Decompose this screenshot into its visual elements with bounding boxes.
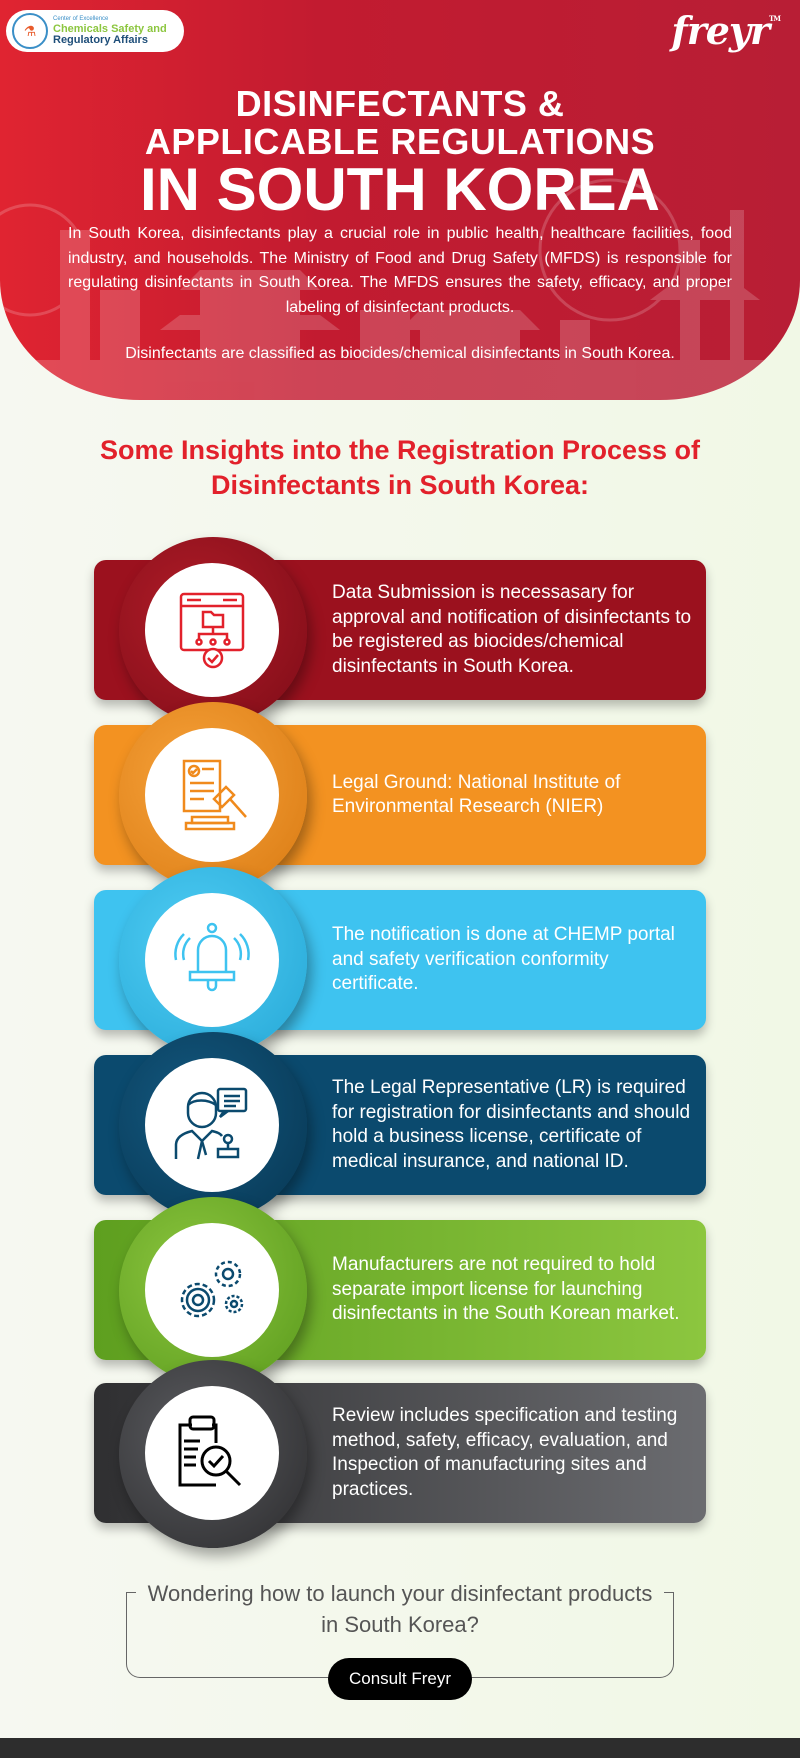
clipboard-review-icon xyxy=(178,1415,242,1487)
data-folder-icon xyxy=(179,592,245,669)
section-title: Some Insights into the Registration Proc… xyxy=(0,433,800,503)
title-line2: APPLICABLE REGULATIONS xyxy=(144,121,656,162)
card-text: Review includes specification and testin… xyxy=(332,1405,678,1500)
card-3-icon-ring xyxy=(119,867,307,1055)
cta-line2: in South Korea? xyxy=(321,1612,479,1637)
logo-tm: TM xyxy=(769,14,781,23)
representative-icon xyxy=(174,1087,248,1160)
badge-line2: Regulatory Affairs xyxy=(53,34,148,46)
card-1-icon-ring xyxy=(119,537,307,725)
cta-line1: Wondering how to launch your disinfectan… xyxy=(147,1581,653,1606)
card-text: The Legal Representative (LR) is require… xyxy=(332,1077,691,1172)
gears-icon xyxy=(180,1260,244,1318)
section-title-line2: Disinfectants in South Korea: xyxy=(210,470,590,500)
footer-bar xyxy=(0,1738,800,1758)
arrow-left-icon xyxy=(664,1592,674,1593)
title-line3: IN SOUTH KOREA xyxy=(139,156,661,223)
card-text: Legal Ground: National Institute of Envi… xyxy=(332,771,621,818)
badge-line1: Chemicals Safety and xyxy=(53,23,167,35)
badge-small-text: Center of Excellence xyxy=(53,16,109,22)
center-of-excellence-badge: ⚗ Center of Excellence Chemicals Safety … xyxy=(6,10,184,52)
card-text: The notification is done at CHEMP portal… xyxy=(332,924,675,995)
arrow-right-icon xyxy=(126,1592,136,1593)
freyr-logo[interactable]: freyrTM xyxy=(671,8,781,53)
logo-text: freyr xyxy=(671,8,770,53)
classification-note: Disinfectants are classified as biocides… xyxy=(125,345,675,362)
skyline-illustration xyxy=(0,178,800,400)
legal-document-gavel-icon xyxy=(182,759,247,831)
card-text: Data Submission is necessasary for appro… xyxy=(332,582,692,677)
page-title: DISINFECTANTS & APPLICABLE REGULATIONS I… xyxy=(0,86,800,220)
card-text: Manufacturers are not required to hold s… xyxy=(332,1254,680,1325)
title-line1: DISINFECTANTS & xyxy=(235,83,565,124)
card-2-icon-ring xyxy=(119,702,307,890)
intro-paragraph: In South Korea, disinfectants play a cru… xyxy=(68,225,732,316)
cta-question: Wondering how to launch your disinfectan… xyxy=(0,1578,800,1640)
card-4-icon-ring xyxy=(119,1032,307,1220)
card-5-icon-ring xyxy=(119,1197,307,1385)
bell-icon xyxy=(174,922,250,992)
card-6-icon-ring xyxy=(119,1360,307,1548)
section-title-line1: Some Insights into the Registration Proc… xyxy=(99,435,701,465)
hero-banner: ⚗ Center of Excellence Chemicals Safety … xyxy=(0,0,800,400)
consult-freyr-button[interactable]: Consult Freyr xyxy=(328,1658,472,1700)
coe-emblem-icon: ⚗ xyxy=(12,13,48,49)
